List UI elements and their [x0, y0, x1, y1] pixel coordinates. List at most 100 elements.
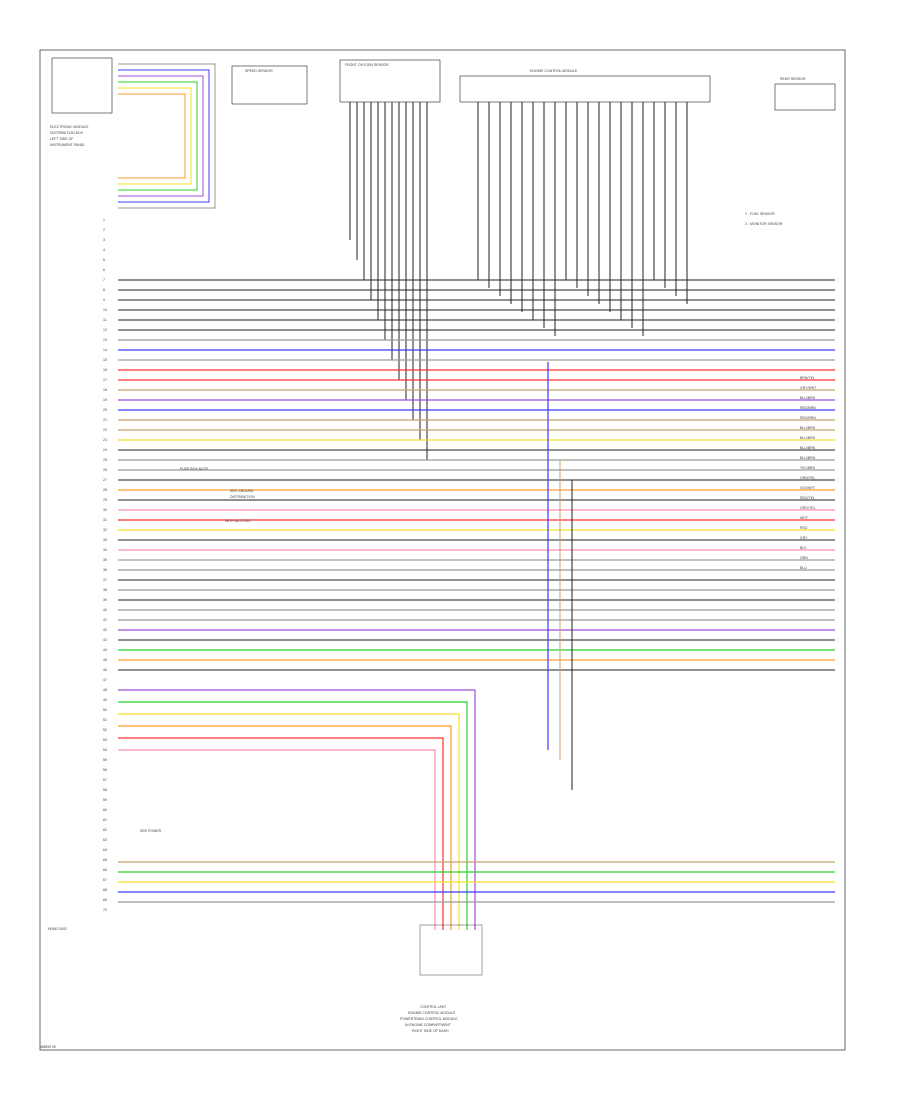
pin-label: 45	[103, 658, 107, 662]
svg-text:ENGINE CONTROL MODULE: ENGINE CONTROL MODULE	[408, 1011, 456, 1015]
connector-wire	[118, 713, 460, 930]
notes: FUSE BOX NOTE SEE GROUND DISTRIBUTION WI…	[140, 467, 255, 833]
pin-label: 27	[103, 478, 107, 482]
wire-label: VIO/WHT	[800, 486, 816, 490]
svg-text:INSTRUMENT PANEL: INSTRUMENT PANEL	[50, 143, 85, 147]
pin-label: 60	[103, 808, 107, 812]
pin-label: 20	[103, 408, 107, 412]
pin-label: 53	[103, 738, 107, 742]
wire-label: GRN	[800, 556, 808, 560]
pin-label: 30	[103, 508, 107, 512]
pin-label: 37	[103, 578, 107, 582]
module-box	[51, 57, 113, 114]
pin-label: 14	[103, 348, 107, 352]
module-bundle-wire	[118, 63, 216, 209]
pin-label: 64	[103, 848, 107, 852]
pin-label: 69	[103, 898, 107, 902]
pin-label: 35	[103, 558, 107, 562]
wire-label: BLU/BRN	[800, 446, 816, 450]
pin-label: 25	[103, 458, 107, 462]
wire-label: GRY/WHT	[800, 386, 817, 390]
bottom-connector	[419, 924, 483, 976]
pin-label: 22	[103, 428, 107, 432]
pin-label: 5	[103, 258, 105, 262]
svg-text:SEE GROUND: SEE GROUND	[230, 489, 254, 493]
pin-label: 58	[103, 788, 107, 792]
module-bundle-wire	[118, 87, 192, 185]
svg-text:ENGINE CONTROL MODULE: ENGINE CONTROL MODULE	[530, 69, 578, 73]
pin-label: 21	[103, 418, 107, 422]
svg-text:FUSE BOX NOTE: FUSE BOX NOTE	[180, 467, 209, 471]
pin-label: 3	[103, 238, 105, 242]
module-bundle-wire	[118, 69, 210, 203]
pin-label: 52	[103, 728, 107, 732]
pin-label: 50	[103, 708, 107, 712]
svg-text:2 - MONITOR SENSOR: 2 - MONITOR SENSOR	[745, 222, 783, 226]
svg-text:SPEED SENSOR: SPEED SENSOR	[245, 69, 273, 73]
left-pin-column: 1234567891011121314151617181920212223242…	[103, 218, 107, 912]
pin-label: 2	[103, 228, 105, 232]
svg-text:CONTROL UNIT: CONTROL UNIT	[420, 1005, 447, 1009]
pin-label: 32	[103, 528, 107, 532]
pin-label: 7	[103, 278, 105, 282]
connector-wire	[118, 749, 436, 930]
wire-label: YEL/BRN	[800, 466, 815, 470]
pin-label: 1	[103, 218, 105, 222]
pin-label: 48	[103, 688, 107, 692]
pin-label: 63	[103, 838, 107, 842]
page-code: H0842 0002	[48, 927, 67, 931]
bottom-caption: CONTROL UNIT ENGINE CONTROL MODULE POWER…	[400, 1005, 458, 1033]
wire-label: RED/BRN	[800, 416, 816, 420]
pin-label: 55	[103, 758, 107, 762]
svg-text:LEFT SIDE OF: LEFT SIDE OF	[50, 137, 73, 141]
connector-front-oxygen-sensor: FRONT OXYGEN SENSOR	[339, 59, 441, 103]
svg-text:ELECTRONIC MODULE: ELECTRONIC MODULE	[50, 125, 89, 129]
connector-wire	[118, 701, 468, 930]
module-bundle-wire	[118, 75, 204, 197]
pin-label: 40	[103, 608, 107, 612]
pin-label: 51	[103, 718, 107, 722]
pin-label: 49	[103, 698, 107, 702]
pin-label: 36	[103, 568, 107, 572]
diagram-frame	[39, 49, 846, 1051]
legend: 1 - FUEL SENSOR 2 - MONITOR SENSOR	[745, 212, 783, 226]
wire-label: BLU/BRN	[800, 456, 816, 460]
svg-text:RIGHT SIDE OF DASH: RIGHT SIDE OF DASH	[412, 1029, 449, 1033]
footer-code: W8890 00	[40, 1045, 56, 1049]
pin-label: 47	[103, 678, 107, 682]
wire-label: ORG/YEL	[800, 506, 816, 510]
pin-label: 59	[103, 798, 107, 802]
svg-text:FRONT OXYGEN SENSOR: FRONT OXYGEN SENSOR	[345, 63, 389, 67]
pin-label: 13	[103, 338, 107, 342]
pin-label: 46	[103, 668, 107, 672]
pin-label: 67	[103, 878, 107, 882]
pin-label: 18	[103, 388, 107, 392]
connector-wire	[118, 689, 476, 930]
pin-label: 54	[103, 748, 107, 752]
pin-label: 12	[103, 328, 107, 332]
pin-label: 39	[103, 598, 107, 602]
svg-text:SEE POWER: SEE POWER	[140, 829, 162, 833]
pin-label: 44	[103, 648, 107, 652]
pin-label: 68	[103, 888, 107, 892]
pin-label: 29	[103, 498, 107, 502]
module-bundle-wire	[118, 93, 186, 179]
wire-label: BRN/YEL	[800, 376, 815, 380]
pin-label: 23	[103, 438, 107, 442]
connector-speed-sensor: SPEED SENSOR	[231, 65, 308, 105]
connector-engine-control-module: ENGINE CONTROL MODULE	[459, 69, 711, 103]
pin-label: 61	[103, 818, 107, 822]
pin-label: 66	[103, 868, 107, 872]
wire-label: BLK	[800, 546, 807, 550]
pin-label: 4	[103, 248, 105, 252]
wire-group: BRN/YELGRY/WHTBLU/BRNRED/BRNRED/BRNBLU/B…	[118, 63, 835, 930]
pin-label: 9	[103, 298, 105, 302]
wire-label: WHT	[800, 516, 809, 520]
svg-text:DISTRIBUTION BOX: DISTRIBUTION BOX	[50, 131, 84, 135]
wire-label: BLU/BRN	[800, 436, 816, 440]
svg-text:POWERTRAIN CONTROL MODULE: POWERTRAIN CONTROL MODULE	[400, 1017, 458, 1021]
pin-label: 33	[103, 538, 107, 542]
connector-wire	[118, 737, 444, 930]
pin-label: 17	[103, 378, 107, 382]
